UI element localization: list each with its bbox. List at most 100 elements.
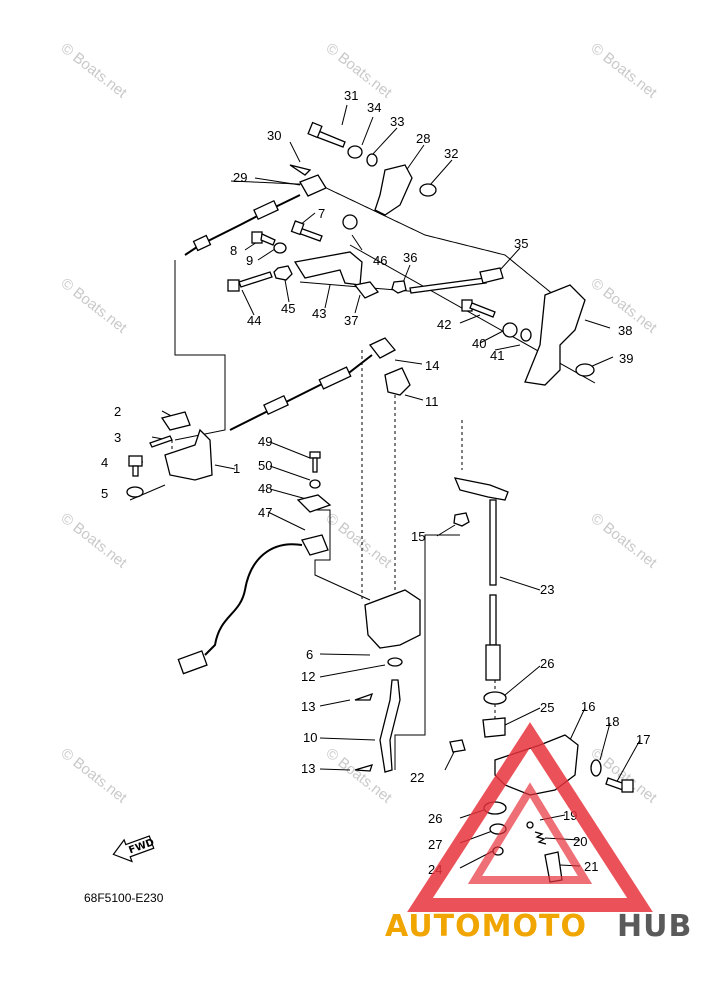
watermark: © Boats.net: [58, 745, 131, 807]
joint-14: [368, 337, 397, 359]
clip-13b: [354, 764, 374, 772]
callout-label: 41: [490, 348, 504, 363]
callout-label: 42: [437, 317, 451, 332]
callout-label: 43: [312, 306, 326, 321]
callout-label: 38: [618, 323, 632, 338]
callout-label: 9: [246, 253, 253, 268]
callout-label: 32: [444, 146, 458, 161]
callout-label: 3: [114, 430, 121, 445]
washer-18: [590, 759, 602, 777]
nut-36: [391, 280, 407, 294]
seal-26-upper: [483, 691, 507, 705]
bolt-44: [227, 271, 273, 292]
callout-label: 14: [425, 358, 439, 373]
watermark: © Boats.net: [323, 510, 396, 572]
callout-label: 12: [301, 669, 315, 684]
shift-cable-upper: [184, 194, 301, 256]
callout-label: 20: [573, 834, 587, 849]
bolt-17: [605, 777, 634, 793]
callout-label: 40: [472, 336, 486, 351]
ball-19: [526, 821, 534, 829]
watermark: © Boats.net: [58, 275, 131, 337]
logo-text-auto: AUTOMOTO: [385, 909, 587, 944]
nut-15: [453, 512, 470, 527]
arm-10: [379, 679, 401, 773]
callout-label: 50: [258, 458, 272, 473]
callout-label: 15: [411, 529, 425, 544]
callout-label: 1: [233, 461, 240, 476]
callout-label: 48: [258, 481, 272, 496]
callout-label: 28: [416, 131, 430, 146]
callout-label: 49: [258, 434, 272, 449]
brand-logo: AUTOMOTO HUB: [385, 722, 692, 944]
rod-35: [409, 267, 504, 294]
callout-label: 47: [258, 505, 272, 520]
bolt-42: [461, 299, 496, 318]
neutral-switch-47: [177, 534, 329, 675]
callout-label: 5: [101, 486, 108, 501]
callout-label: 27: [428, 837, 442, 852]
clip-2: [160, 411, 191, 431]
spring-20: [534, 831, 547, 845]
callout-label: 17: [636, 732, 650, 747]
callout-label: 23: [540, 582, 554, 597]
bracket-43: [293, 251, 363, 286]
callout-label: 13: [301, 699, 315, 714]
leader-lines: [129, 104, 641, 869]
watermark: © Boats.net: [588, 745, 661, 807]
callout-label: 8: [230, 243, 237, 258]
bolt-7: [290, 220, 323, 242]
callout-label: 16: [581, 699, 595, 714]
callout-label: 11: [425, 394, 439, 409]
washer-12: [387, 657, 403, 667]
washer-9: [273, 242, 287, 254]
callout-label: 4: [101, 455, 108, 470]
callout-label: 46: [373, 253, 387, 268]
callout-label: 34: [367, 100, 381, 115]
callout-label: 6: [306, 647, 313, 662]
callout-label: 37: [344, 313, 358, 328]
callout-label: 30: [267, 128, 281, 143]
joint-29: [299, 174, 327, 197]
callout-label: 29: [233, 170, 247, 185]
shift-cable-lower: [229, 354, 373, 431]
part-code: 68F5100-E230: [84, 891, 164, 905]
washer-33: [366, 153, 378, 167]
callout-label: 25: [540, 700, 554, 715]
grommet-11: [384, 367, 411, 396]
washer-32: [419, 183, 437, 197]
callout-label: 21: [584, 859, 598, 874]
callout-label: 13: [301, 761, 315, 776]
washer-50: [309, 479, 321, 489]
callout-label: 36: [403, 250, 417, 265]
washer-39: [575, 363, 595, 377]
callout-label: 35: [514, 236, 528, 251]
logo-text-hub: HUB: [617, 909, 692, 944]
callout-label: 2: [114, 404, 121, 419]
watermark: © Boats.net: [58, 40, 131, 102]
fwd-arrow-icon: FWD: [112, 835, 156, 863]
collar-46: [342, 214, 358, 230]
plate-48: [296, 494, 332, 513]
bracket-1: [164, 428, 213, 481]
pin-3: [149, 435, 173, 448]
fitting-22: [449, 739, 466, 753]
parts: [126, 121, 634, 883]
collar-34: [347, 145, 363, 159]
fwd-label: FWD: [127, 837, 155, 856]
washer-41: [520, 328, 532, 342]
logo-triangle: [407, 722, 653, 912]
callout-label: 33: [390, 114, 404, 129]
callout-label: 44: [247, 313, 261, 328]
washer-5: [126, 486, 144, 498]
clip-30: [289, 164, 312, 176]
collar-40: [502, 322, 518, 338]
lever-28: [374, 164, 413, 216]
bracket-6: [364, 589, 421, 649]
shift-rod-23: [453, 477, 509, 681]
screw-49: [309, 451, 321, 473]
nut-45: [273, 265, 293, 281]
watermark: © Boats.net: [588, 510, 661, 572]
bushing-25: [482, 717, 506, 738]
